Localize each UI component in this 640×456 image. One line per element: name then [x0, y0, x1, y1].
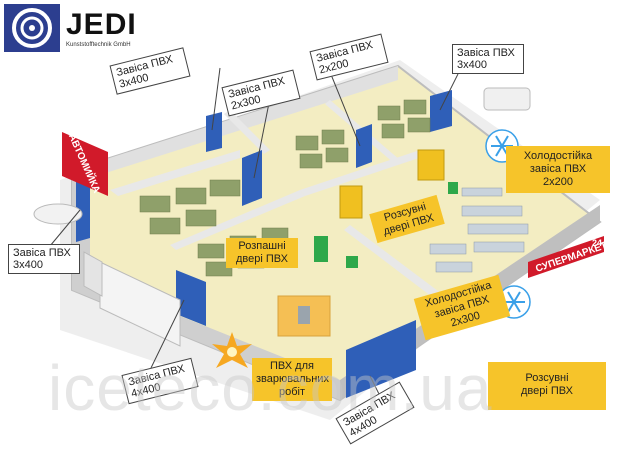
curtain-top-mid	[242, 150, 262, 206]
label-curtain-top-right: Завіса ПВХ 3х400	[452, 44, 524, 74]
label-line: завіса ПВХ	[529, 163, 587, 175]
interior-wall-b	[170, 190, 305, 250]
label-line: Завіса ПВХ	[457, 47, 515, 59]
logo-brand: JEDI	[66, 8, 137, 41]
label-cold-curtain-top: Холодостійка завіса ПВХ 2х200	[506, 146, 610, 193]
curtain-bottom-left	[176, 270, 206, 326]
interior-wall-a	[110, 150, 240, 196]
van-white	[483, 87, 531, 111]
curtain-top-right	[430, 90, 452, 132]
label-line: Завіса ПВХ	[13, 247, 71, 259]
logo-subtitle: Kunststofftechnik GmbH	[66, 42, 131, 48]
swing-door-green	[314, 236, 328, 262]
supermarket-shelves	[429, 187, 529, 273]
watermark-text: iceteco.com.ua	[48, 352, 493, 424]
label-line: 2х200	[543, 176, 573, 188]
sign-supermarket-board	[528, 236, 604, 278]
label-line: Розсувні	[525, 372, 569, 384]
sliding-door-1	[339, 185, 363, 219]
label-line: двері ПВХ	[521, 385, 573, 397]
label-welding-pvc: ПВХ для зварювальних робіт	[252, 358, 332, 401]
label-line: 3х400	[13, 259, 43, 271]
curtain-top-left	[206, 112, 222, 152]
label-line: ПВХ для	[270, 360, 314, 372]
label-line: робіт	[278, 386, 306, 398]
sign-auto-board	[62, 132, 108, 196]
curtain-left	[76, 176, 90, 242]
leader-lines	[49, 67, 459, 397]
label-curtain-left: Завіса ПВХ 3х400	[8, 244, 80, 274]
welding-machine	[298, 306, 310, 324]
sliding-door-2	[417, 149, 445, 181]
label-line: 3х400	[457, 59, 487, 71]
label-swing-doors: Розпашні двері ПВХ	[226, 238, 298, 268]
forklift-2	[448, 182, 458, 194]
interior-wall-f	[344, 225, 450, 306]
label-line: Холодостійка	[523, 150, 593, 162]
curtain-top-center	[356, 124, 372, 168]
label-sliding-doors-bottom: Розсувні двері ПВХ	[488, 362, 606, 410]
spark-icon	[212, 332, 252, 368]
jedi-logo: JEDI Kunststofftechnik GmbH	[4, 4, 142, 54]
label-line: Розпашні	[238, 240, 286, 252]
label-line: зварювальних	[256, 373, 329, 385]
logo-swirl-icon	[4, 4, 60, 52]
curtain-bottom	[346, 320, 416, 398]
interior-wall-e	[224, 110, 270, 154]
forklift-1	[346, 256, 358, 268]
sign-supermarket-number: 24	[592, 238, 603, 248]
car-white	[33, 203, 83, 225]
truck	[83, 251, 181, 347]
label-line: двері ПВХ	[236, 253, 288, 265]
